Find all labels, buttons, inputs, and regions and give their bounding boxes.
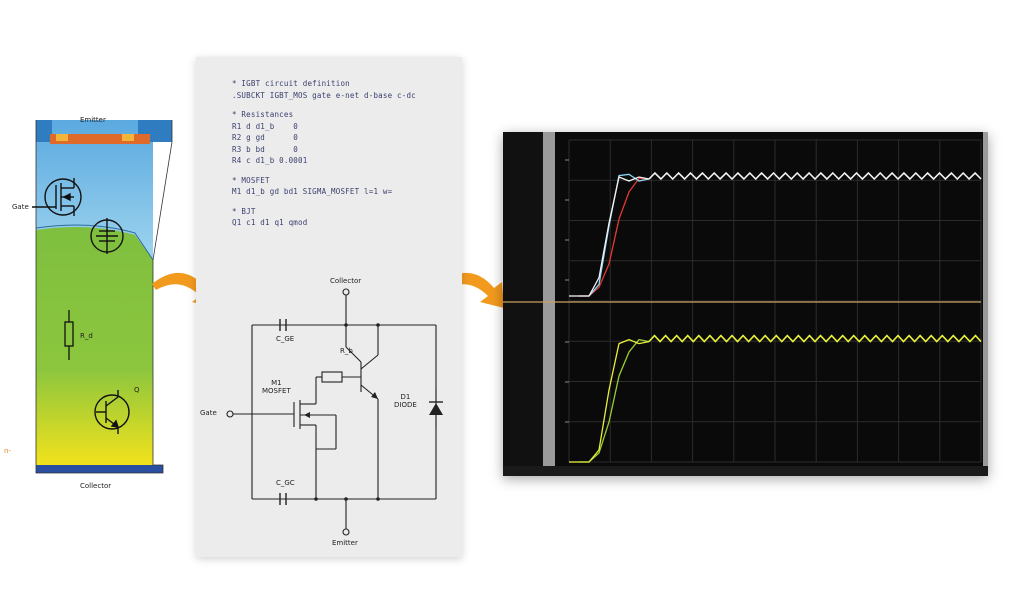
top-contact: [50, 134, 150, 144]
device-resistor-label: R_d: [80, 332, 93, 340]
device-bottom-label: Collector: [80, 482, 112, 490]
mosfet-symbol-icon: [32, 178, 82, 216]
waveform-ripple-1: [648, 334, 982, 343]
scope-status-bar: [503, 466, 988, 476]
netlist-line: R3 b bd 0: [232, 144, 299, 154]
scope-side-panel: [503, 132, 543, 476]
netlist-line: * MOSFET: [232, 175, 270, 185]
netlist-line: .SUBCKT IGBT_MOS gate e-net d-base c-dc: [232, 90, 416, 100]
netlist-schematic-sheet: * IGBT circuit definition .SUBCKT IGBT_MO…: [196, 57, 462, 557]
scope-right-scrollbar: [983, 132, 988, 476]
oscilloscope-screen: [503, 132, 988, 476]
waveform-rise-1-0: [579, 338, 650, 463]
netlist-line: R2 g gd 0: [232, 133, 299, 142]
netlist-line: * IGBT circuit definition: [232, 79, 350, 88]
schematic-cap-top-label: C_GE: [276, 335, 295, 343]
device-side-label: n-: [4, 447, 11, 455]
drift-region: [36, 226, 153, 465]
waveform-chart: [503, 132, 988, 476]
bjt-symbol-icon: [94, 390, 130, 434]
top-contact-highlight: [122, 134, 134, 141]
schematic-diode-label: D1 DIODE: [394, 393, 417, 409]
waveform-ripple-0: [648, 171, 982, 181]
netlist-line: Q1 c1 d1 q1 qmod: [232, 218, 308, 227]
scope-scrollbar: [543, 132, 555, 476]
capacitor-symbol-icon: [90, 218, 124, 254]
waveform-rise-0-2: [579, 176, 650, 297]
schematic-resistor-label: R_b: [340, 347, 353, 355]
top-contact-highlight: [56, 134, 68, 141]
netlist-line: R1 d d1_b 0: [232, 121, 299, 131]
device-bjt-label: Q: [134, 386, 140, 394]
device-top-label: Emitter: [80, 116, 106, 124]
left-tab: [36, 120, 52, 142]
collector-plate: [36, 465, 163, 473]
schematic-collector-label: Collector: [330, 277, 362, 285]
schematic-gate-label: Gate: [200, 409, 217, 417]
equivalent-circuit-schematic: [226, 288, 443, 536]
netlist-line: * Resistances: [232, 110, 294, 119]
waveform-rise-1-1: [579, 338, 650, 463]
schematic-emitter-label: Emitter: [332, 539, 358, 547]
device-gate-label: Gate: [12, 203, 29, 211]
schematic-cap-bottom-label: C_GC: [276, 479, 295, 487]
igbt-device-cross-section: [32, 120, 173, 474]
waveform-rise-0-0: [579, 177, 650, 297]
schematic-mosfet-label: M1 MOSFET: [262, 379, 291, 395]
netlist-line: * BJT: [232, 206, 256, 216]
resistor-symbol-icon: [64, 310, 74, 360]
netlist-line: R4 c d1_b 0.0001: [232, 156, 308, 165]
waveform-rise-0-1: [579, 173, 650, 297]
netlist-line: M1 d1_b gd bd1 SIGMA_MOSFET l=1 w=: [232, 187, 393, 196]
